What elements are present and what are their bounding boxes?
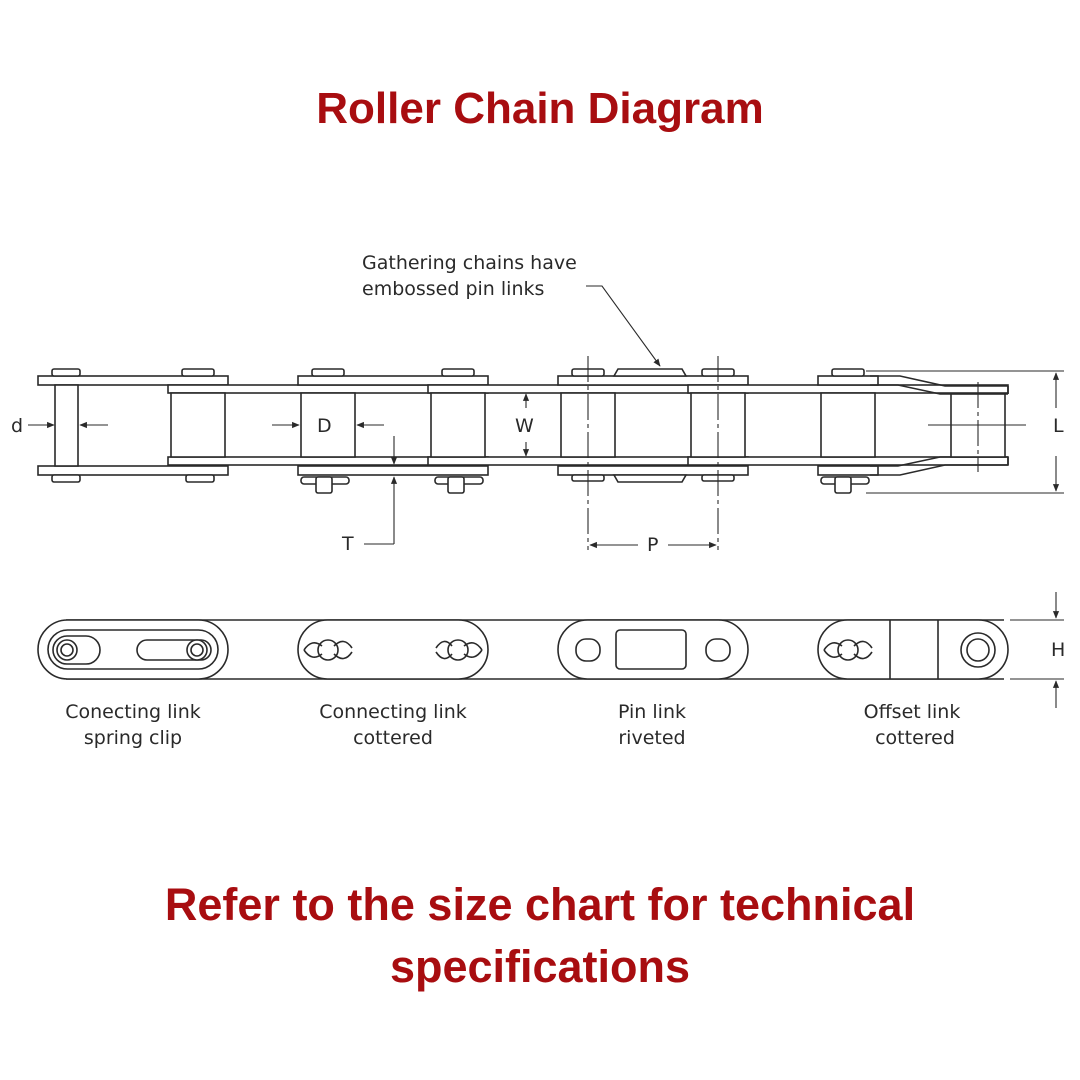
chain-side-view: H Conecting link spring clip Connecting … <box>37 592 1065 749</box>
caption-connecting-cottered-line2: cottered <box>353 727 433 749</box>
callout-line-1: Gathering chains have <box>362 252 577 274</box>
cotter-pins <box>300 476 870 494</box>
dimension-label-d: d <box>11 415 23 437</box>
link-connecting-cottered <box>297 619 489 680</box>
dimension-label-P: P <box>647 534 658 556</box>
caption-spring-clip-line2: spring clip <box>84 727 182 749</box>
callout-line-2: embossed pin links <box>362 278 544 300</box>
dimension-label-W: W <box>515 415 534 437</box>
footer-note: Refer to the size chart for technical sp… <box>164 879 916 992</box>
dimension-label-D: D <box>317 415 332 437</box>
spring-clip-pin <box>54 384 79 467</box>
caption-pin-riveted-line2: riveted <box>618 727 685 749</box>
chain-top-view: d D W L T P Gathering chains have emboss… <box>11 252 1064 556</box>
dimension-label-L: L <box>1053 415 1064 437</box>
link-spring-clip <box>37 619 229 680</box>
caption-spring-clip-line1: Conecting link <box>65 701 201 723</box>
link-offset-cottered <box>817 619 1009 680</box>
caption-connecting-cottered-line1: Connecting link <box>319 701 467 723</box>
caption-pin-riveted-line1: Pin link <box>618 701 686 723</box>
caption-offset-cottered-line2: cottered <box>875 727 955 749</box>
caption-offset-cottered-line1: Offset link <box>864 701 961 723</box>
page-title: Roller Chain Diagram <box>316 84 764 133</box>
link-pin-riveted <box>557 619 749 680</box>
dimension-label-T: T <box>341 533 354 555</box>
dimension-label-H: H <box>1051 639 1065 661</box>
